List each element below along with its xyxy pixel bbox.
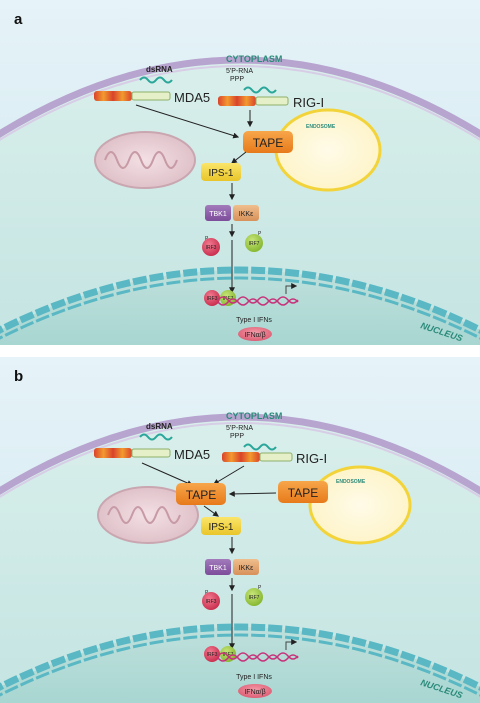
dsrna-label: dsRNA (146, 65, 173, 74)
irf3-label: IRF3 (206, 245, 217, 251)
irf3-protein (202, 238, 220, 256)
cytoplasm-label: CYTOPLASM (226, 54, 282, 64)
ppp-label: PPP (230, 76, 244, 83)
transcription-start-arrow (285, 639, 298, 650)
irf3-label: IRF3 (206, 599, 217, 605)
tape-label: TAPE (186, 488, 216, 502)
phospho-irf3: P (205, 236, 209, 242)
tape-endosome-protein (278, 481, 328, 503)
rna5-wave (243, 86, 277, 94)
tape-label: TAPE (253, 136, 283, 150)
rna5-label: 5'P-RNA (226, 68, 253, 75)
ips1-protein (201, 163, 241, 181)
rigi-protein (218, 96, 289, 106)
ikke-protein (233, 559, 259, 575)
rna5-wave (243, 443, 277, 451)
type-i-ifns-label: Type I IFNs (236, 317, 272, 324)
tbk1-protein (205, 559, 231, 575)
dsrna-wave (139, 76, 173, 84)
cell-membrane (0, 413, 480, 495)
irf3-nuclear (204, 290, 220, 306)
ips1-label: IPS-1 (208, 168, 233, 179)
mda5-protein (94, 91, 171, 101)
irf7-protein (245, 588, 263, 606)
irf7-label: IRF7 (249, 595, 260, 601)
ikke-label: IKKε (239, 565, 253, 572)
ifn-product (238, 327, 272, 341)
transcription-start-arrow (285, 283, 298, 294)
irf7-nuclear (220, 646, 236, 662)
mitochondrion (97, 486, 199, 544)
rna5-label: 5'P-RNA (226, 425, 253, 432)
tape-endosome-label: TAPE (288, 486, 318, 500)
ips1-label: IPS-1 (208, 522, 233, 533)
mda5-label: MDA5 (174, 447, 210, 462)
cell-membrane (0, 56, 480, 138)
nuclear-envelope (0, 266, 480, 334)
mda5-label: MDA5 (174, 90, 210, 105)
tbk1-label: TBK1 (209, 565, 227, 572)
irf3-nuclear-label: IRF3 (207, 652, 218, 658)
endosome-label: ENDOSOME (306, 124, 336, 130)
irf3-nuclear-label: IRF3 (207, 296, 218, 302)
panel-letter: a (14, 11, 23, 28)
tbk1-protein (205, 205, 231, 221)
ips1-protein (201, 517, 241, 535)
dsrna-label: dsRNA (146, 422, 173, 431)
ifn-product (238, 684, 272, 698)
phospho-irf3: P (205, 590, 209, 596)
ifn-gene-dna (217, 652, 299, 660)
irf3-nuclear (204, 646, 220, 662)
phospho-irf7: P (258, 585, 262, 591)
tape-protein (176, 483, 226, 505)
endosome (308, 465, 412, 545)
type-i-ifns-label: Type I IFNs (236, 674, 272, 681)
ppp-label: PPP (230, 433, 244, 440)
mda5-protein (94, 448, 171, 458)
panel-b: b CYTOPLASM NUCLEUS dsRNA 5'P-RNA PPP MD… (0, 357, 480, 703)
rigi-protein (222, 452, 293, 462)
ikke-protein (233, 205, 259, 221)
tape-protein (243, 131, 293, 153)
phospho-irf7: P (258, 231, 262, 237)
mitochondrion (94, 131, 196, 189)
endosome-label: ENDOSOME (336, 479, 366, 485)
irf7-nuclear (220, 290, 236, 306)
irf7-label: IRF7 (249, 241, 260, 247)
ifnab-label: IFNα/β (244, 689, 265, 696)
ifnab-label: IFNα/β (244, 332, 265, 339)
irf7-protein (245, 234, 263, 252)
cytoplasm-label: CYTOPLASM (226, 411, 282, 421)
panel-letter: b (14, 368, 23, 385)
panel-a: a CYTOPLASM NUCLEUS dsRNA 5'P-RNA PPP MD… (0, 0, 480, 345)
rigi-label: RIG-I (296, 451, 327, 466)
ifn-gene-dna (217, 296, 299, 304)
dsrna-wave (139, 433, 173, 441)
tbk1-label: TBK1 (209, 211, 227, 218)
nucleus-region (0, 270, 480, 345)
irf3-protein (202, 592, 220, 610)
nuclear-envelope (0, 623, 480, 691)
nucleus-region (0, 627, 480, 703)
ikke-label: IKKε (239, 211, 253, 218)
rigi-label: RIG-I (293, 95, 324, 110)
